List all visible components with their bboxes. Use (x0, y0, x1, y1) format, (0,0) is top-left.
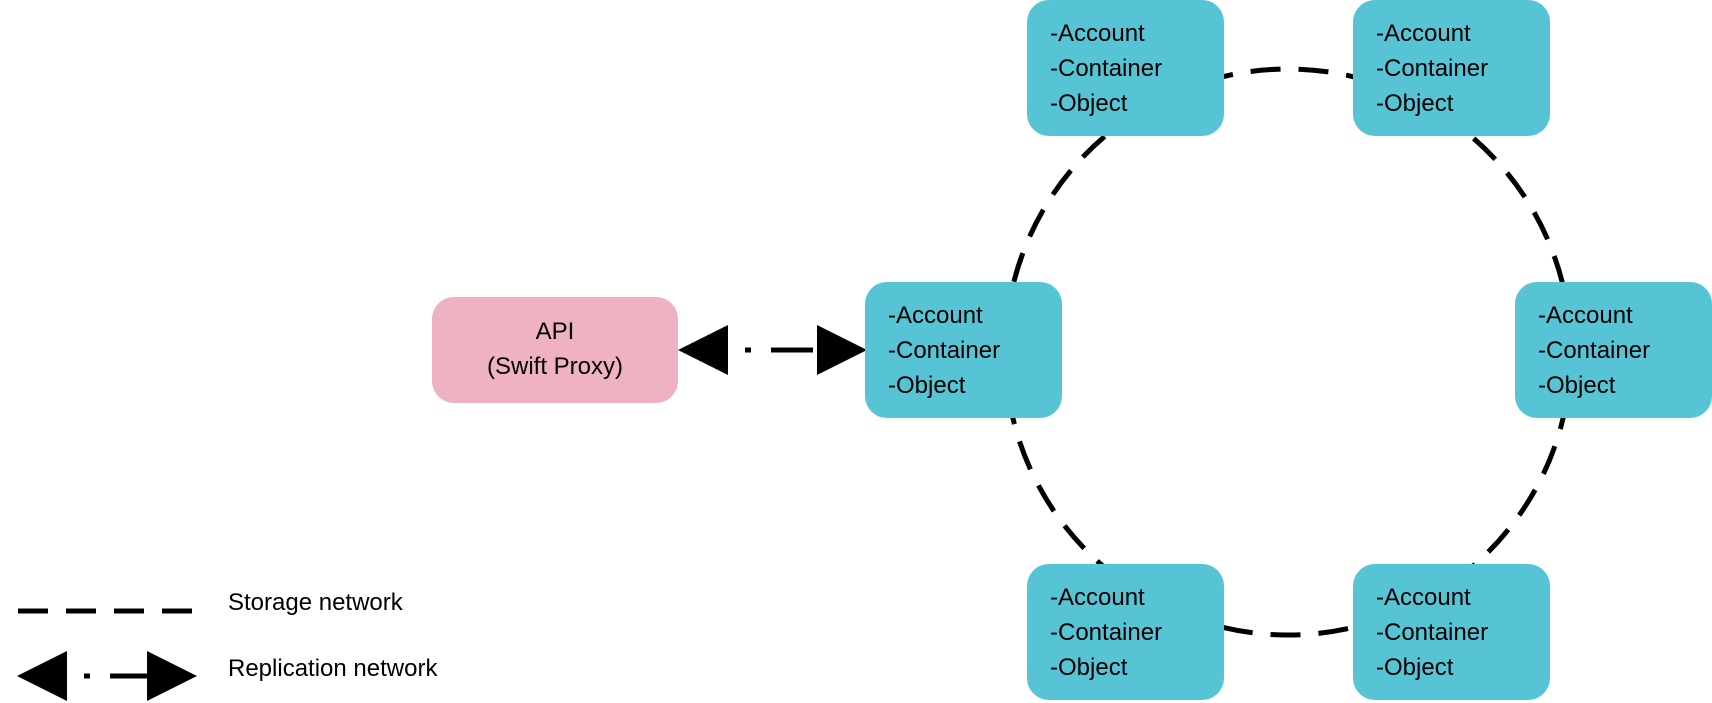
storage-node-bottom-right: -Account -Container -Object (1353, 564, 1550, 700)
storage-network-ring (1002, 66, 1574, 638)
storage-node-container: -Container (888, 337, 1001, 364)
legend-replication-label: Replication network (228, 655, 438, 682)
storage-node-middle-right: -Account -Container -Object (1515, 282, 1712, 418)
api-node-title: API (535, 318, 575, 345)
storage-node-object: -Object (1376, 90, 1454, 117)
storage-node-object: -Object (1050, 90, 1128, 117)
storage-node-container: -Container (1050, 619, 1163, 646)
storage-node-container: -Container (1538, 337, 1651, 364)
storage-node-account: -Account (1050, 20, 1145, 47)
storage-node-container: -Container (1050, 55, 1163, 82)
storage-node-container: -Container (1376, 55, 1489, 82)
storage-node-object: -Object (888, 372, 966, 399)
legend-storage-label: Storage network (228, 589, 403, 616)
api-node-subtitle: (Swift Proxy) (486, 353, 623, 380)
storage-node-account: -Account (888, 302, 983, 329)
storage-node-object: -Object (1050, 654, 1128, 681)
storage-node-object: -Object (1376, 654, 1454, 681)
storage-node-bottom-left: -Account -Container -Object (1027, 564, 1224, 700)
storage-node-account: -Account (1050, 584, 1145, 611)
storage-node-account: -Account (1376, 20, 1471, 47)
storage-node-account: -Account (1376, 584, 1471, 611)
storage-node-top-left: -Account -Container -Object (1027, 0, 1224, 136)
storage-node-top-right: -Account -Container -Object (1353, 0, 1550, 136)
storage-node-object: -Object (1538, 372, 1616, 399)
storage-node-account: -Account (1538, 302, 1633, 329)
api-swift-proxy-node: API (Swift Proxy) (432, 297, 678, 403)
storage-node-container: -Container (1376, 619, 1489, 646)
storage-node-middle-left: -Account -Container -Object (865, 282, 1062, 418)
